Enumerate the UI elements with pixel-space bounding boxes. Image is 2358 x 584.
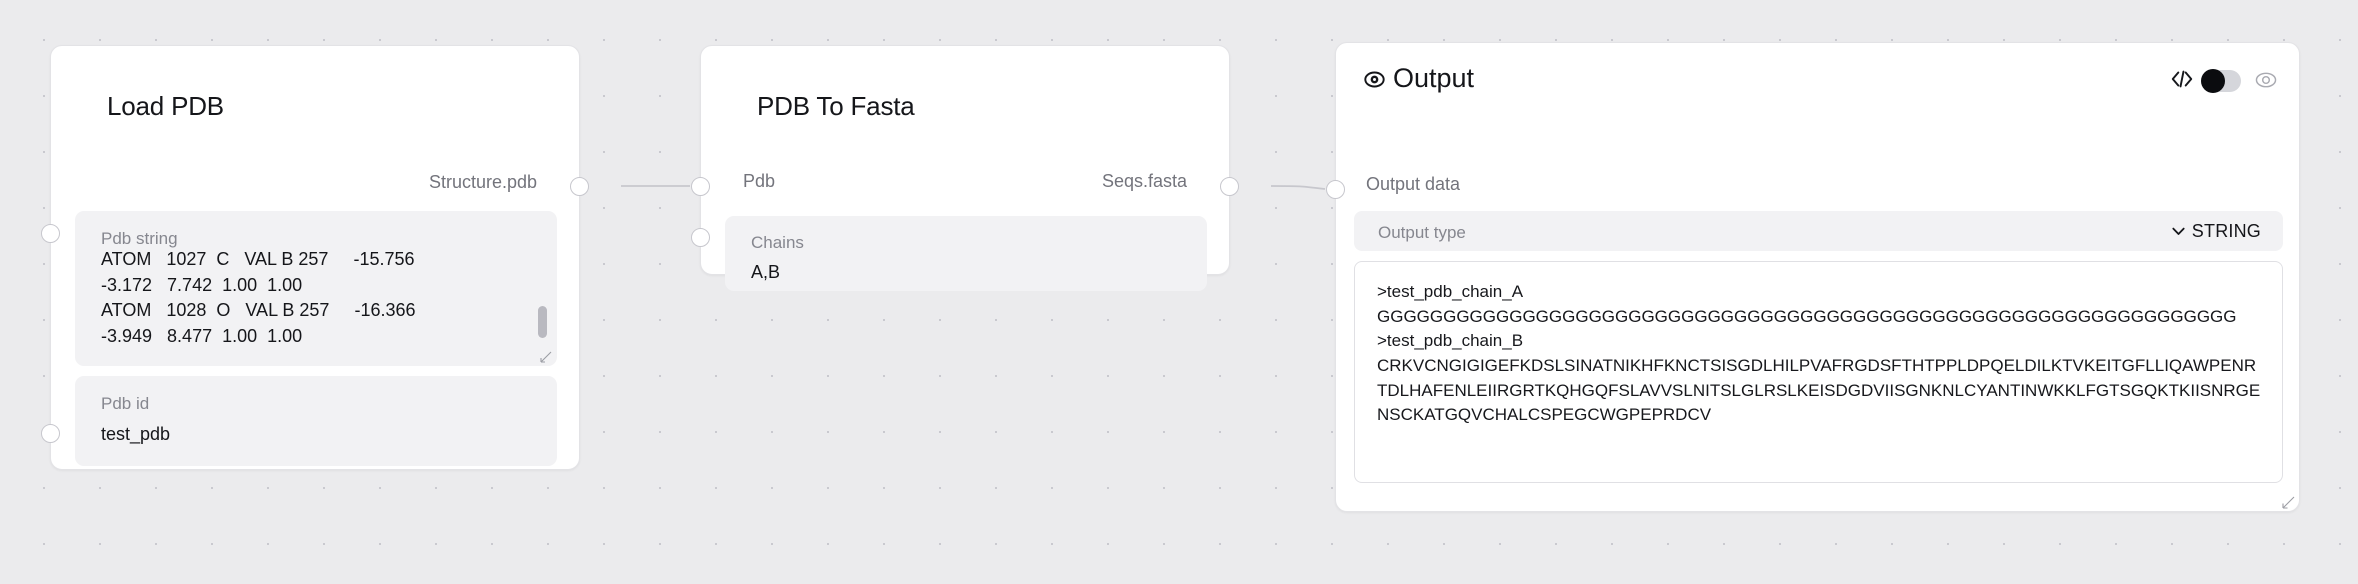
port-label-seqs-fasta: Seqs.fasta xyxy=(1101,171,1187,191)
node-load-pdb[interactable]: Load PDB Structure.pdb Pdb string ATOM 1… xyxy=(41,45,589,470)
output-port-structure-pdb[interactable] xyxy=(570,177,589,196)
input-port-pdb-id[interactable] xyxy=(41,424,60,443)
field-chains-value[interactable]: A,B xyxy=(751,262,781,282)
port-label-pdb: Pdb xyxy=(743,171,776,191)
output-type-label: Output type xyxy=(1378,223,1466,242)
field-pdb-id-value[interactable]: test_pdb xyxy=(101,424,171,444)
field-pdb-string[interactable]: Pdb string ATOM 1027 C VAL B 257 -15.756… xyxy=(75,211,557,366)
node-output[interactable]: Output Output data Output type STRING >t… xyxy=(1326,42,2300,512)
field-chains-label: Chains xyxy=(751,233,804,252)
field-pdb-string-label: Pdb string xyxy=(101,229,178,248)
edge-seqs-to-output xyxy=(1270,185,1326,190)
output-resize-grip-icon[interactable] xyxy=(2282,496,2295,509)
node-load-pdb-title: Load PDB xyxy=(107,91,224,121)
output-toggle-switch[interactable] xyxy=(2201,69,2241,93)
input-port-output-data[interactable] xyxy=(1326,180,1345,199)
output-type-value: STRING xyxy=(2191,221,2261,241)
output-type-row[interactable]: Output type STRING xyxy=(1354,211,2283,251)
field-pdb-string-value[interactable]: ATOM 1027 C VAL B 257 -15.756 -3.172 7.7… xyxy=(101,249,416,346)
input-port-pdb[interactable] xyxy=(691,177,710,196)
output-fasta-text[interactable]: >test_pdb_chain_A GGGGGGGGGGGGGGGGGGGGGG… xyxy=(1377,282,2261,425)
eye-outline-icon[interactable] xyxy=(2255,71,2277,89)
port-label-structure-pdb: Structure.pdb xyxy=(428,172,537,192)
output-type-select[interactable]: STRING xyxy=(2172,221,2261,242)
output-port-seqs-fasta[interactable] xyxy=(1220,177,1239,196)
pdb-string-scrollbar-thumb[interactable] xyxy=(538,306,547,338)
chevron-down-icon xyxy=(2172,227,2185,235)
field-pdb-id-label: Pdb id xyxy=(101,394,150,413)
field-chains[interactable]: Chains A,B xyxy=(725,216,1207,291)
node-pdb-to-fasta-title: PDB To Fasta xyxy=(757,91,915,121)
input-port-pdb-string[interactable] xyxy=(41,224,60,243)
input-port-chains[interactable] xyxy=(691,228,710,247)
eye-filled-icon xyxy=(1364,71,1385,88)
toggle-knob xyxy=(2201,69,2225,93)
resize-grip-icon[interactable] xyxy=(540,351,552,363)
output-panel-title: Output xyxy=(1393,63,1475,93)
port-label-output-data: Output data xyxy=(1366,174,1461,194)
output-data-textarea[interactable]: >test_pdb_chain_A GGGGGGGGGGGGGGGGGGGGGG… xyxy=(1354,261,2283,483)
node-pdb-to-fasta[interactable]: PDB To Fasta Pdb Seqs.fasta Chains A,B xyxy=(691,45,1239,291)
field-pdb-id[interactable]: Pdb id test_pdb xyxy=(75,376,557,466)
output-panel-header: Output xyxy=(1336,43,2299,115)
code-brackets-icon[interactable] xyxy=(2170,69,2194,89)
